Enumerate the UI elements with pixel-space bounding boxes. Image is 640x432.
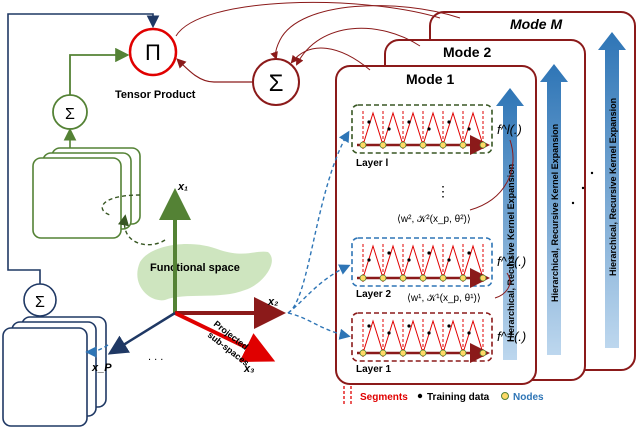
mode-m-label: Mode M bbox=[510, 16, 562, 32]
f-1-label: f^1(.) bbox=[497, 329, 526, 344]
training-point bbox=[387, 331, 391, 335]
axis-xp bbox=[107, 311, 176, 355]
vertical-ellipsis: ⋮ bbox=[436, 183, 450, 199]
training-point bbox=[407, 120, 411, 124]
blue-sum-node: Σ bbox=[23, 283, 57, 317]
training-point bbox=[367, 258, 371, 262]
training-point bbox=[467, 127, 471, 131]
node-marker bbox=[399, 141, 407, 149]
mode-sum-symbol: Σ bbox=[269, 70, 284, 97]
axis-xp-label: x_P bbox=[91, 362, 112, 374]
inner-product-layer-l: ⟨w², 𝒦²(x_p, θ²)⟩ bbox=[397, 214, 471, 225]
node-marker bbox=[439, 141, 447, 149]
blue-kernel-stack bbox=[2, 316, 107, 427]
training-point bbox=[367, 120, 371, 124]
node-marker bbox=[379, 349, 387, 357]
mode-sum-node: Σ bbox=[252, 58, 300, 106]
mode-dots bbox=[571, 171, 594, 205]
expansion-arrow-mode-m: Hierarchical, Recursive Kernel Expansion bbox=[598, 32, 626, 348]
green-kernel-stack bbox=[32, 147, 141, 239]
node-marker bbox=[479, 274, 487, 282]
functional-space-label: Functional space bbox=[150, 262, 240, 274]
axis-x3 bbox=[174, 311, 276, 362]
product-node: Π bbox=[128, 27, 178, 77]
node-marker bbox=[399, 274, 407, 282]
node-marker bbox=[379, 141, 387, 149]
green-sum-symbol: Σ bbox=[65, 106, 75, 123]
training-point bbox=[387, 251, 391, 255]
legend-nodes: Nodes bbox=[513, 392, 544, 403]
expansion-label-mode-2: Hierarchical, Recursive Kernel Expansion bbox=[550, 124, 560, 302]
node-marker bbox=[399, 349, 407, 357]
f-l-label: f^l(.) bbox=[497, 122, 522, 137]
expansion-label-mode-m: Hierarchical, Recursive Kernel Expansion bbox=[608, 98, 618, 276]
layer-2-label: Layer 2 bbox=[356, 289, 391, 300]
legend-training: Training data bbox=[427, 392, 490, 403]
training-point bbox=[367, 324, 371, 328]
blue-sum-symbol: Σ bbox=[35, 294, 45, 311]
training-point bbox=[447, 120, 451, 124]
axis-x2-label: x₂ bbox=[267, 296, 278, 308]
node-marker bbox=[439, 349, 447, 357]
node-marker bbox=[479, 141, 487, 149]
training-point bbox=[467, 331, 471, 335]
node-marker bbox=[359, 349, 367, 357]
axis-x3-label: x₃ bbox=[243, 363, 254, 375]
training-point bbox=[387, 127, 391, 131]
product-label: Tensor Product bbox=[115, 89, 196, 101]
layer-l-label: Layer l bbox=[356, 158, 388, 169]
layer-l-box bbox=[351, 104, 493, 155]
node-marker bbox=[359, 141, 367, 149]
legend-segments: Segments bbox=[360, 392, 408, 403]
training-point bbox=[407, 258, 411, 262]
product-symbol: Π bbox=[145, 40, 161, 65]
expansion-arrow-mode-2: Hierarchical, Recursive Kernel Expansion bbox=[540, 64, 568, 355]
mode-1-label: Mode 1 bbox=[406, 71, 454, 87]
node-marker bbox=[419, 274, 427, 282]
f-2-label: f^2(.) bbox=[497, 254, 526, 269]
node-marker bbox=[459, 141, 467, 149]
node-marker bbox=[379, 274, 387, 282]
inner-product-layer-1: ⟨w¹, 𝒦¹(x_p, θ¹)⟩ bbox=[407, 293, 481, 304]
training-point bbox=[427, 127, 431, 131]
node-marker bbox=[479, 349, 487, 357]
axis-x1-label: x₁ bbox=[177, 181, 188, 193]
expansion-label-mode-1: Hierarchical, Recursive Kernel Expansion bbox=[506, 164, 516, 342]
training-point bbox=[427, 251, 431, 255]
mode-2-label: Mode 2 bbox=[443, 44, 491, 60]
layer-1-box bbox=[351, 312, 493, 363]
training-point bbox=[447, 258, 451, 262]
training-point bbox=[427, 331, 431, 335]
training-point bbox=[407, 324, 411, 328]
training-point bbox=[467, 251, 471, 255]
training-point bbox=[447, 324, 451, 328]
node-marker bbox=[459, 274, 467, 282]
layer-1-label: Layer 1 bbox=[356, 364, 391, 375]
legend: Segments Training data Nodes bbox=[343, 386, 544, 404]
green-sum-node: Σ bbox=[52, 94, 88, 130]
node-marker bbox=[459, 349, 467, 357]
node-marker bbox=[419, 349, 427, 357]
node-marker bbox=[359, 274, 367, 282]
expansion-arrow-mode-1: Hierarchical, Recursive Kernel Expansion bbox=[496, 88, 524, 360]
layer-2-box bbox=[351, 237, 493, 288]
functional-space: Functional space bbox=[137, 243, 272, 301]
node-marker bbox=[419, 141, 427, 149]
node-marker bbox=[439, 274, 447, 282]
axis-ellipsis: . . . bbox=[148, 351, 163, 363]
